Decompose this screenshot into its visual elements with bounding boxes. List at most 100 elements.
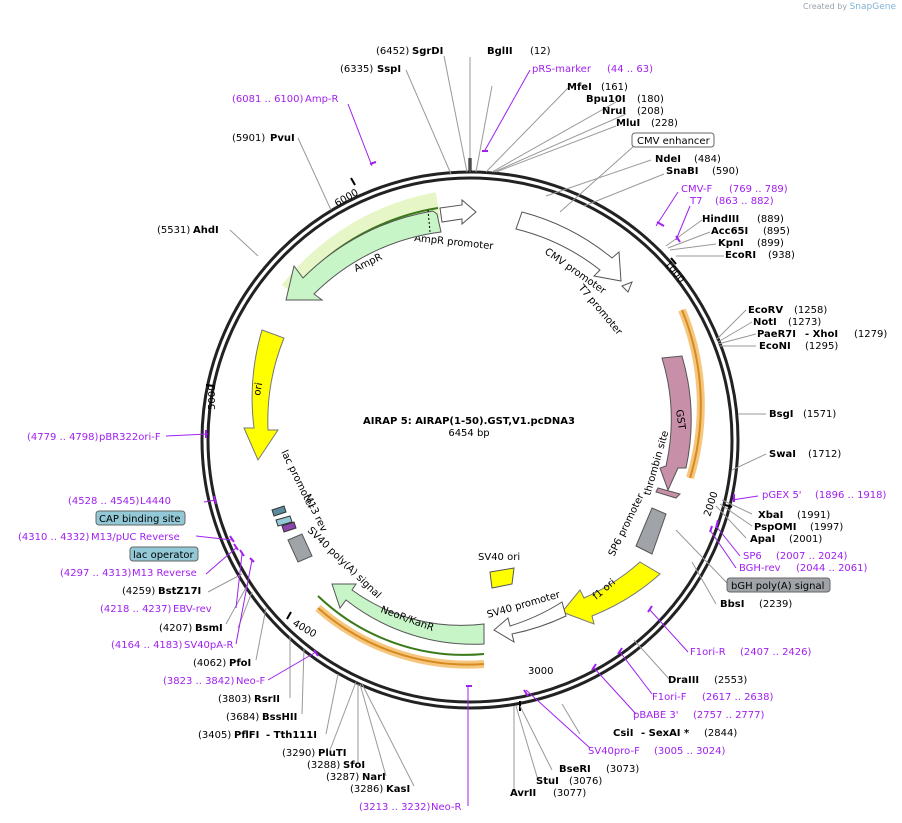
primer-ebv-rev[interactable]: EBV-rev xyxy=(173,604,212,615)
site-econi[interactable]: EcoNI xyxy=(759,341,791,352)
bgh-polya-label: bGH poly(A) signal xyxy=(731,581,824,592)
primer-cmv-f[interactable]: CMV-F xyxy=(681,184,712,195)
site-bglii[interactable]: BglII xyxy=(487,46,513,57)
sv40-ori-box[interactable] xyxy=(489,567,515,589)
site-sspi-pos: (6335) xyxy=(340,64,373,75)
primer-pbabe3-range: (2757 .. 2777) xyxy=(693,710,765,721)
site-kasi[interactable]: KasI xyxy=(386,784,410,795)
site-pspomi-pos: (1997) xyxy=(810,522,843,533)
site-tth111i[interactable]: - Tth111I xyxy=(266,730,317,741)
primer-neo-f[interactable]: Neo-F xyxy=(236,676,266,687)
primer-amp-r[interactable]: Amp-R xyxy=(305,94,339,105)
f1-ori-arrow[interactable] xyxy=(561,561,661,625)
primer-m13-reverse[interactable]: M13 Reverse xyxy=(132,568,197,579)
site-sgrdi[interactable]: SgrDI xyxy=(412,46,443,57)
site-noti[interactable]: NotI xyxy=(753,317,777,328)
site-stui[interactable]: StuI xyxy=(536,776,559,787)
sv40-promoter-arrow[interactable] xyxy=(493,601,567,644)
site-paer7i[interactable]: PaeR7I xyxy=(757,329,796,340)
gst-orf-line xyxy=(681,309,702,479)
sv40-polya-box[interactable] xyxy=(287,533,313,563)
bgh-polya-box[interactable] xyxy=(726,577,831,593)
cap-binding-site-box[interactable] xyxy=(95,510,186,526)
site-csii[interactable]: CsiI xyxy=(613,728,633,739)
cmv-enhancer-box[interactable] xyxy=(631,132,715,148)
site-bpu10i[interactable]: Bpu10I xyxy=(586,94,626,105)
site-pluti[interactable]: PluTI xyxy=(318,748,346,759)
lac-promoter-feature[interactable] xyxy=(275,515,293,527)
primer-neo-r[interactable]: Neo-R xyxy=(431,802,462,813)
site-sspi[interactable]: SspI xyxy=(377,64,401,75)
ampr-promoter-arrow[interactable] xyxy=(439,198,477,226)
primer-sv40pa-r[interactable]: SV40pA-R xyxy=(184,640,233,651)
site-rsrii[interactable]: RsrII xyxy=(254,694,280,705)
ruler-label-3000: 3000 xyxy=(528,666,553,677)
cap-binding-feature[interactable] xyxy=(271,505,287,517)
cmv-promoter-arrow[interactable] xyxy=(515,211,622,282)
neor-kanr-arrow[interactable] xyxy=(331,583,485,645)
primer-m13puc-reverse[interactable]: M13/pUC Reverse xyxy=(91,532,180,543)
site-pvui[interactable]: PvuI xyxy=(270,133,295,144)
primer-l4440-range: (4528 .. 4545) xyxy=(68,496,140,507)
primer-m13puc-reverse-range: (4310 .. 4332) xyxy=(18,532,90,543)
primer-labels: pRS-marker (44 .. 63) CMV-F (769 .. 789)… xyxy=(18,64,887,813)
site-xbai[interactable]: XbaI xyxy=(758,510,783,521)
primer-bgh-rev[interactable]: BGH-rev xyxy=(739,563,781,574)
ruler-label-5000: 5000 xyxy=(207,385,218,410)
site-bbsi[interactable]: BbsI xyxy=(720,599,744,610)
site-hindiii[interactable]: HindIII xyxy=(702,214,739,225)
site-bsmi[interactable]: BsmI xyxy=(195,623,223,634)
primer-f1ori-f[interactable]: F1ori-F xyxy=(652,692,687,703)
site-ndei[interactable]: NdeI xyxy=(655,154,681,165)
primer-sv40pro-f[interactable]: SV40pro-F xyxy=(588,746,640,757)
site-acc65i[interactable]: Acc65I xyxy=(711,226,748,237)
site-bsshii-pos: (3684) xyxy=(226,712,259,723)
ori-arrow[interactable] xyxy=(243,329,285,462)
site-nrui[interactable]: NruI xyxy=(602,106,626,117)
primer-pbr322ori-f[interactable]: pBR322ori-F xyxy=(99,432,161,443)
site-bsshii[interactable]: BssHII xyxy=(262,712,297,723)
site-sfoi[interactable]: SfoI xyxy=(343,760,365,771)
m13-rev-feature[interactable] xyxy=(281,521,297,533)
primer-cmv-f-range: (769 .. 789) xyxy=(729,184,788,195)
site-xhoi[interactable]: - XhoI xyxy=(805,329,838,340)
thrombin-site[interactable] xyxy=(655,487,681,499)
site-swai[interactable]: SwaI xyxy=(769,449,796,460)
site-kpni[interactable]: KpnI xyxy=(718,238,744,249)
ampr-arrow[interactable] xyxy=(285,210,442,301)
site-ecorv[interactable]: EcoRV xyxy=(748,305,783,316)
cmv-enhancer-label: CMV enhancer xyxy=(637,136,711,147)
primer-t7[interactable]: T7 xyxy=(689,196,702,207)
primer-sp6[interactable]: SP6 xyxy=(743,551,762,562)
site-ecori[interactable]: EcoRI xyxy=(725,250,756,261)
sp6-promoter[interactable] xyxy=(635,507,667,555)
t7-promoter-arrow[interactable] xyxy=(621,281,633,293)
site-apai[interactable]: ApaI xyxy=(750,534,775,545)
site-pspomi[interactable]: PspOMI xyxy=(754,522,796,533)
site-mfei[interactable]: MfeI xyxy=(567,82,592,93)
site-snabi[interactable]: SnaBI xyxy=(666,166,698,177)
primer-pgex5[interactable]: pGEX 5' xyxy=(762,490,802,501)
primer-prs-marker[interactable]: pRS-marker xyxy=(532,64,592,75)
site-bsgi[interactable]: BsgI xyxy=(769,409,793,420)
primer-f1ori-r[interactable]: F1ori-R xyxy=(690,647,726,658)
primer-f1ori-f-range: (2617 .. 2638) xyxy=(702,692,774,703)
site-pflfi[interactable]: PflFI xyxy=(234,730,259,741)
lac-operator-box[interactable] xyxy=(129,546,199,562)
site-nari[interactable]: NarI xyxy=(362,772,386,783)
created-by-text: Created by xyxy=(803,2,848,11)
site-draiii[interactable]: DraIII xyxy=(668,675,699,686)
site-sexai[interactable]: - SexAI * xyxy=(641,728,690,739)
site-mlui[interactable]: MluI xyxy=(616,118,640,129)
site-avrii[interactable]: AvrII xyxy=(510,788,536,799)
site-bseri[interactable]: BseRI xyxy=(559,764,591,775)
ampr-promoter-label: AmpR promoter xyxy=(414,233,495,252)
site-pfoi[interactable]: PfoI xyxy=(229,658,251,669)
primer-l4440[interactable]: L4440 xyxy=(140,496,171,507)
primer-pbabe3[interactable]: pBABE 3' xyxy=(633,710,679,721)
site-bstz17i[interactable]: BstZ17I xyxy=(158,586,201,597)
site-ahdi[interactable]: AhdI xyxy=(193,225,219,236)
site-sgrdi-pos: (6452) xyxy=(376,46,409,57)
plasmid-name: AIRAP 5: AIRAP(1-50).GST,V1.pcDNA3 xyxy=(363,416,575,427)
gst-arrow[interactable] xyxy=(659,355,692,492)
